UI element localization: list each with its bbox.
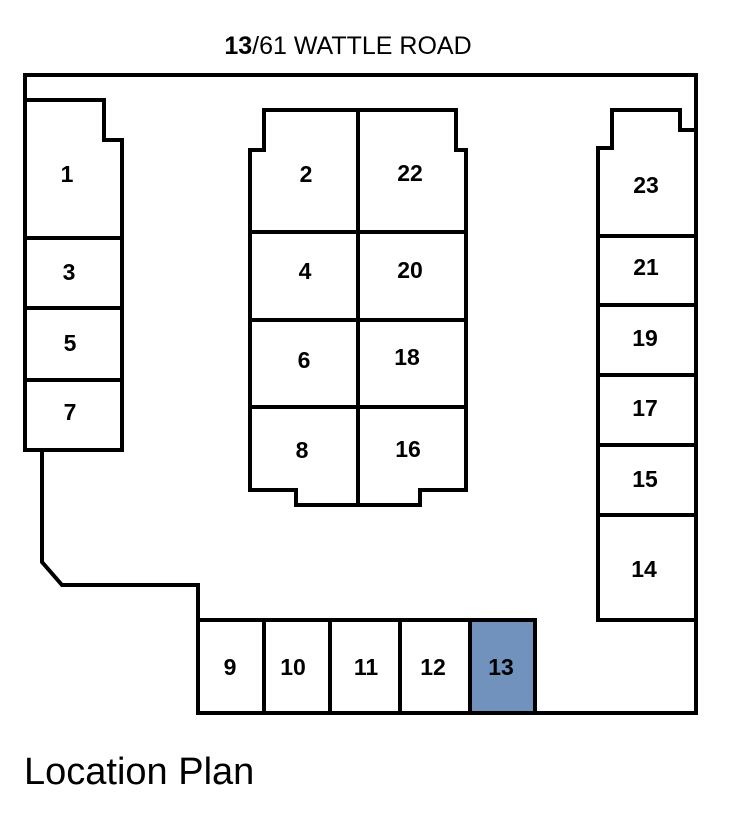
building-left-dividers (23, 236, 124, 382)
unit-18[interactable]: 18 (394, 344, 420, 370)
unit-6[interactable]: 6 (298, 347, 311, 373)
unit-15[interactable]: 15 (632, 466, 658, 492)
plan-title: 13/61 WATTLE ROAD (224, 32, 471, 60)
unit-11[interactable]: 11 (354, 654, 379, 680)
unit-19[interactable]: 19 (632, 325, 658, 351)
building-bottom (196, 618, 537, 715)
unit-2[interactable]: 2 (300, 161, 313, 187)
building-left (23, 98, 124, 452)
caption-location-plan: Location Plan (24, 751, 254, 793)
unit-22[interactable]: 22 (397, 160, 423, 186)
unit-8[interactable]: 8 (296, 437, 309, 463)
unit-7[interactable]: 7 (64, 399, 77, 425)
unit-21[interactable]: 21 (633, 254, 659, 280)
unit-16[interactable]: 16 (395, 436, 421, 462)
unit-labels: 1 3 5 7 2 22 4 20 6 18 8 16 23 21 19 17 … (61, 160, 659, 680)
unit-12[interactable]: 12 (420, 654, 446, 680)
unit-23[interactable]: 23 (633, 172, 659, 198)
unit-10[interactable]: 10 (280, 654, 306, 680)
unit-14[interactable]: 14 (631, 556, 657, 582)
building-right-dividers (596, 234, 698, 517)
unit-13[interactable]: 13 (488, 654, 514, 680)
unit-4[interactable]: 4 (299, 258, 312, 284)
site-boundary (23, 73, 698, 715)
unit-3[interactable]: 3 (63, 259, 76, 285)
building-centre-dividers (248, 108, 468, 507)
building-centre (248, 108, 468, 507)
unit-5[interactable]: 5 (64, 330, 77, 356)
unit-13-highlight (470, 620, 535, 713)
unit-1[interactable]: 1 (61, 161, 74, 187)
unit-20[interactable]: 20 (397, 257, 423, 283)
unit-17[interactable]: 17 (632, 395, 658, 421)
unit-9[interactable]: 9 (224, 654, 237, 680)
building-right (596, 108, 698, 622)
